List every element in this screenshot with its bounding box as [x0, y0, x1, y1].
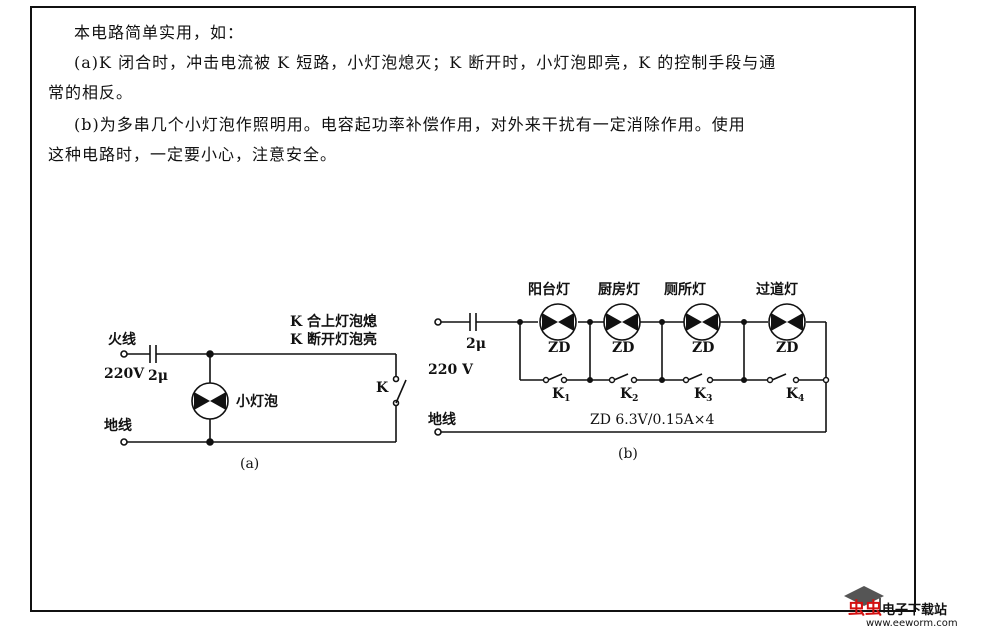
- toilet-lamp: [683, 303, 721, 341]
- circuit-a-junction: [206, 438, 214, 446]
- circuit-b-junctions: [517, 319, 747, 383]
- corridor-lamp: [768, 303, 806, 341]
- balcony-lamp: [539, 303, 577, 341]
- paragraph-a-line2: 常的相反。: [48, 83, 134, 102]
- zd-label: ZD: [692, 340, 714, 356]
- switch-k3-label: K3: [694, 386, 712, 404]
- kitchen-lamp: [603, 303, 641, 341]
- circuit-a-switch: [392, 375, 407, 407]
- switch-label: K: [376, 380, 389, 396]
- caption-a: (a): [240, 456, 259, 472]
- zd-label: ZD: [548, 340, 570, 356]
- circuit-a-junction: [206, 350, 214, 358]
- lamp-name-corridor: 过道灯: [756, 281, 798, 298]
- circuit-b-switch-contacts: [542, 376, 830, 384]
- switch-k1-label: K1: [552, 386, 570, 404]
- circuit-a-wires: [120, 345, 397, 446]
- ground-wire-b-label: 地线: [428, 411, 456, 428]
- lamp-name-toilet: 厕所灯: [664, 281, 706, 298]
- zd-label: ZD: [776, 340, 798, 356]
- zd-label: ZD: [612, 340, 634, 356]
- watermark-brand: 虫虫电子下载站: [848, 599, 948, 619]
- lamp-spec: ZD 6.3V/0.15A×4: [590, 412, 715, 428]
- switch-k2-label: K2: [620, 386, 638, 404]
- ground-wire-label: 地线: [104, 417, 132, 434]
- note-closed: K 合上灯泡熄: [290, 313, 377, 330]
- note-open: K 断开灯泡亮: [290, 331, 377, 348]
- voltage-b-label: 220 V: [428, 362, 474, 378]
- circuit-b-wires: [434, 313, 827, 436]
- caption-b: (b): [618, 446, 638, 462]
- page-frame: [30, 6, 916, 612]
- paragraph-b-line2: 这种电路时，一定要小心，注意安全。: [48, 145, 338, 164]
- switch-k4-label: K4: [786, 386, 804, 404]
- lamp-name-kitchen: 厨房灯: [598, 281, 640, 298]
- capacitor-label: 2μ: [148, 368, 168, 384]
- lamp-label: 小灯泡: [236, 393, 278, 410]
- watermark-logo-icon: [844, 586, 884, 610]
- circuit-a-lamp: [191, 382, 229, 420]
- intro-line: 本电路简单实用，如：: [74, 23, 245, 42]
- paragraph-a-line1: (a)K 闭合时，冲击电流被 K 短路，小灯泡熄灭；K 断开时，小灯泡即亮，K …: [74, 53, 777, 72]
- live-wire-label: 火线: [108, 331, 136, 348]
- paragraph-b-line1: (b)为多串几个小灯泡作照明用。电容起功率补偿作用，对外来干扰有一定消除作用。使…: [74, 115, 746, 134]
- voltage-label: 220V: [104, 366, 145, 382]
- lamp-name-balcony: 阳台灯: [528, 281, 570, 298]
- capacitor-b-label: 2μ: [466, 336, 486, 352]
- watermark-url: www.eeworm.com: [866, 618, 958, 629]
